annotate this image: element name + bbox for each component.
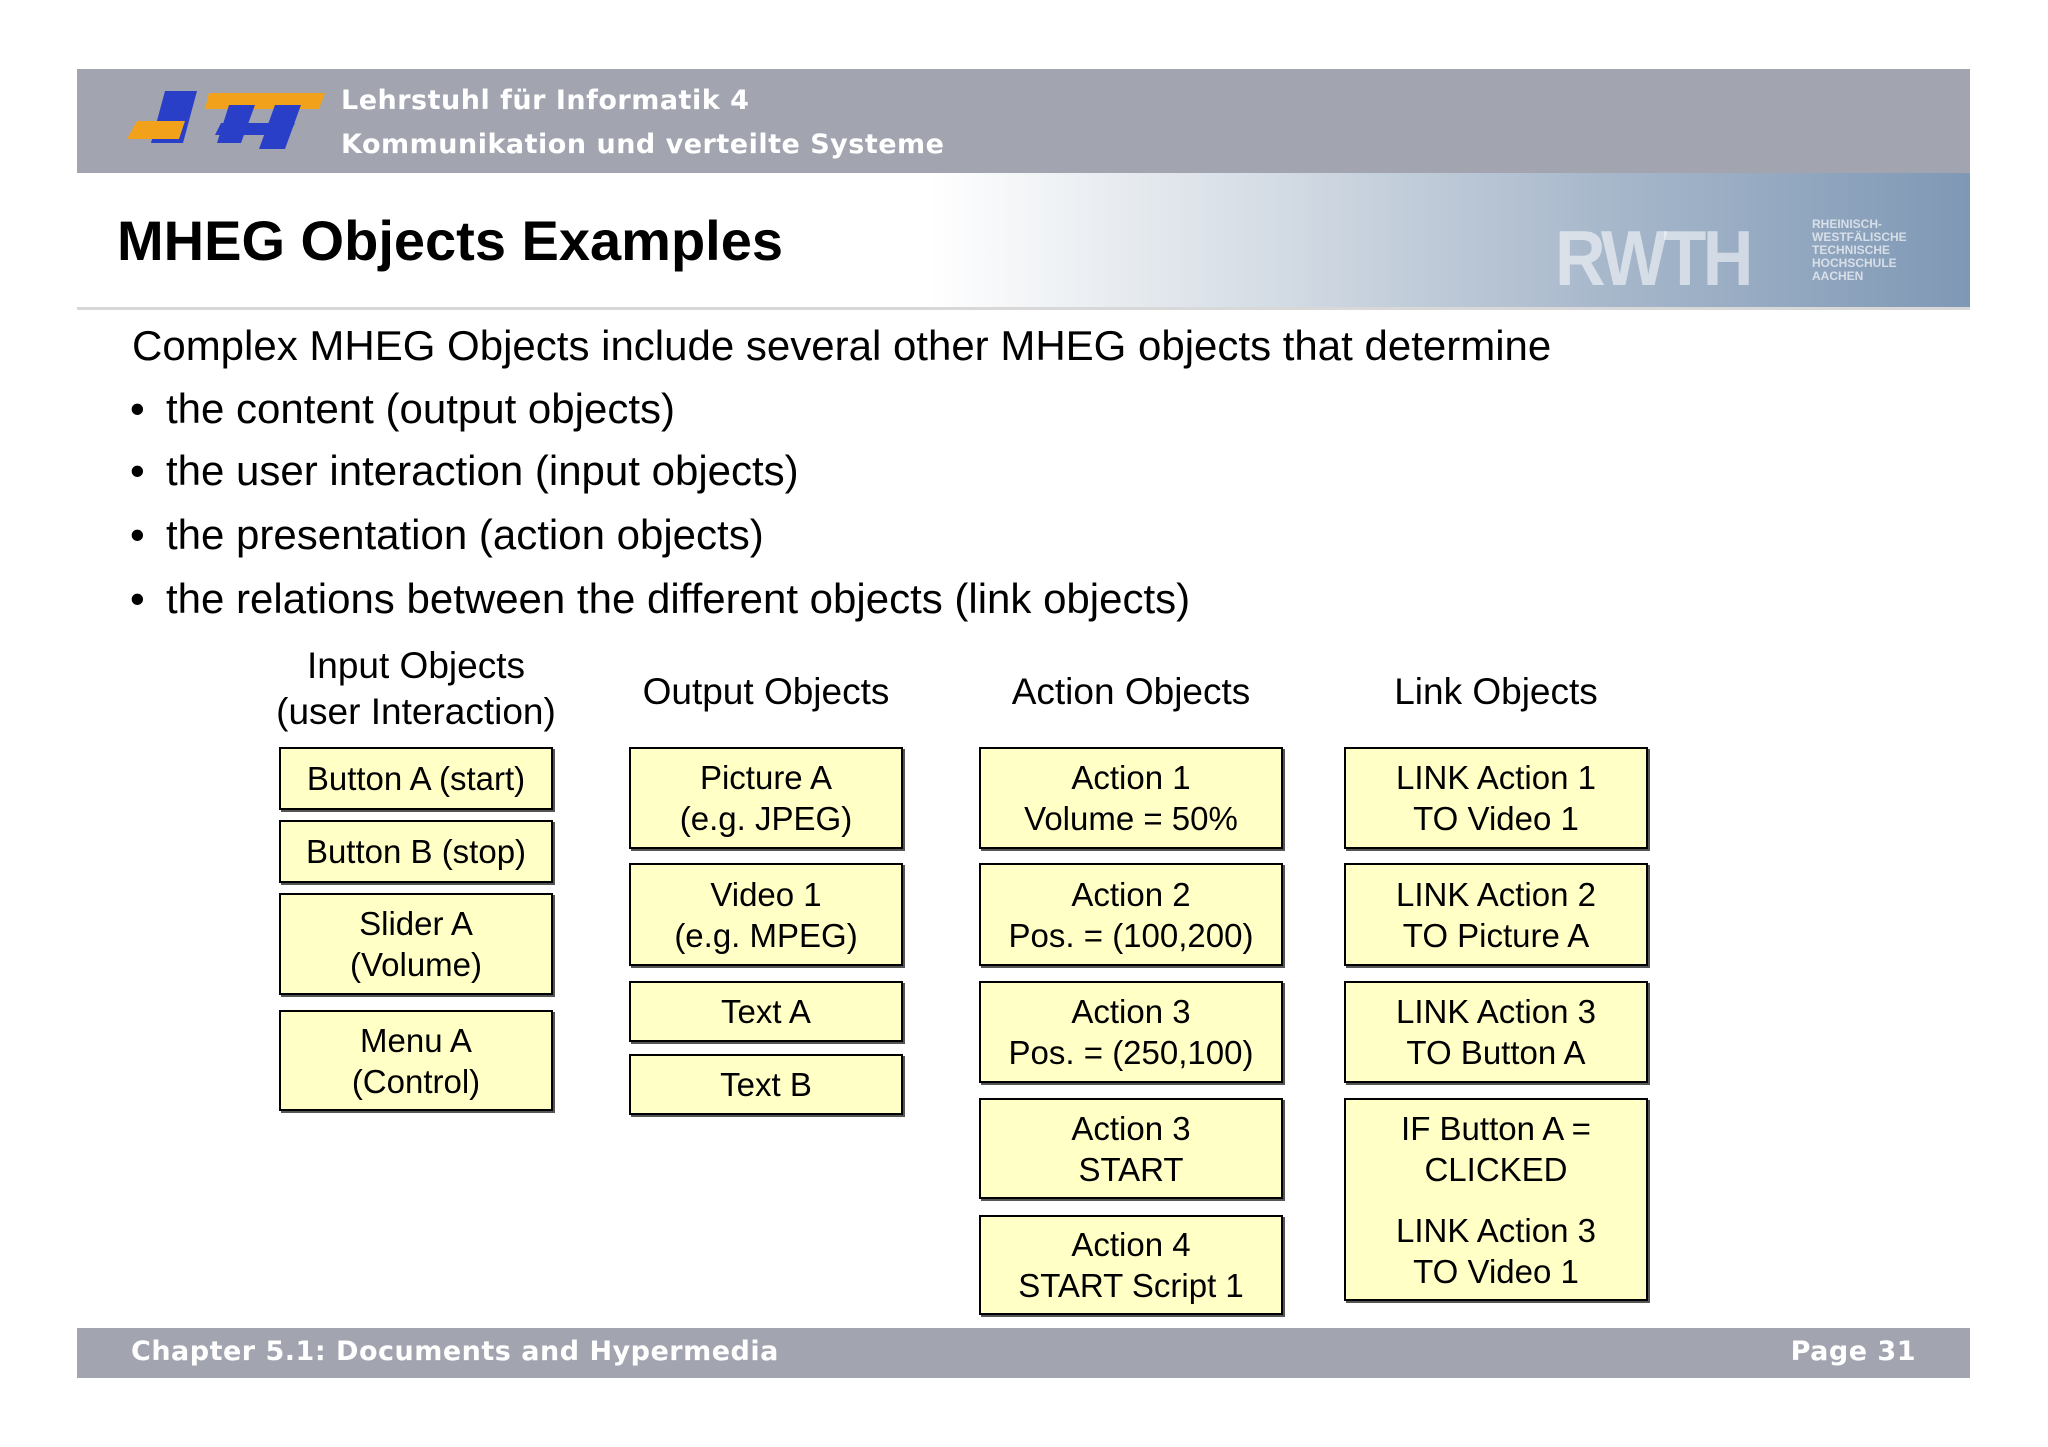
intro-text: Complex MHEG Objects include several oth… (132, 322, 1552, 369)
box-text-line: Action 2 (1071, 875, 1191, 913)
box-text-line: LINK Action 3 (1396, 1211, 1596, 1249)
bullet-marker: • (130, 511, 145, 558)
i4-logo-icon (127, 91, 325, 149)
box-text-line: Action 1 (1071, 759, 1191, 796)
box-text-line: TO Video 1 (1413, 1252, 1579, 1290)
box-text-line: LINK Action 2 (1396, 875, 1596, 913)
box-text-line: Text B (720, 1066, 812, 1103)
divider (77, 307, 1970, 310)
box-text-line: Button B (stop) (305, 833, 527, 870)
output-object-box: Text A (629, 981, 903, 1042)
footer-bar (77, 1328, 1970, 1378)
box-text-line: Text A (721, 993, 811, 1030)
box-text-line: LINK Action 1 (1396, 759, 1596, 796)
box-text-line: Pos. = (250,100) (1008, 1034, 1254, 1071)
footer-chapter: Chapter 5.1: Documents and Hypermedia (131, 1336, 779, 1367)
box-text-line: (e.g. MPEG) (674, 916, 858, 954)
rwth-logo: RWTH (1555, 214, 1753, 302)
box-text-line: (Volume) (349, 946, 483, 983)
input-object-box: Button B (stop) (279, 820, 553, 883)
box-text-line: START (1078, 1150, 1184, 1188)
input-object-box: Menu A(Control) (279, 1010, 553, 1111)
bullet-item: the relations between the different obje… (166, 575, 1191, 622)
box-text-line: Video 1 (710, 875, 822, 913)
output-object-box: Picture A (e.g. JPEG) (629, 747, 903, 849)
box-text-line: Button A (start) (306, 760, 526, 797)
link-object-box: LINK Action 1 TO Video 1 (1344, 747, 1648, 849)
column-header-input: Input Objects (user Interaction) (229, 643, 603, 735)
header-line-2: Kommunikation und verteilte Systeme (341, 129, 945, 160)
action-object-box: Action 3 Pos. = (250,100) (979, 981, 1283, 1083)
box-text-line: TO Video 1 (1413, 800, 1579, 837)
output-object-box: Video 1(e.g. MPEG) (629, 863, 903, 966)
box-text-line: Menu A (360, 1021, 472, 1059)
page-title: MHEG Objects Examples (117, 209, 784, 272)
input-object-box: Button A (start) (279, 747, 553, 810)
column-header-link: Link Objects (1394, 671, 1598, 712)
rwth-logo-subtext: RHEINISCH-WESTFÄLISCHE TECHNISCHE HOCHSC… (1812, 217, 1907, 283)
box-text-line: Volume = 50% (1024, 800, 1238, 837)
column-header-action: Action Objects (1011, 671, 1251, 712)
box-text-line: Action 3 (1071, 1109, 1191, 1147)
column-header-line: Input Objects (306, 645, 525, 686)
box-text-line: (Control) (351, 1062, 481, 1100)
box-text-line: Action 3 (1071, 993, 1191, 1030)
box-text-line: Action 4 (1071, 1226, 1191, 1263)
column-header-line: (user Interaction) (276, 691, 556, 732)
action-object-box: Action 1 Volume = 50% (979, 747, 1283, 849)
box-text-line: Pos. = (100,200) (1008, 916, 1254, 954)
output-object-box: Text B (629, 1054, 903, 1115)
bullet-marker: • (130, 385, 145, 432)
box-text-line: IF Button A = (1401, 1109, 1591, 1147)
header-bar (77, 69, 1970, 173)
box-text-line: TO Picture A (1402, 916, 1590, 954)
bullet-marker: • (130, 575, 145, 622)
box-text-line: LINK Action 3 (1396, 993, 1596, 1030)
box-text-line: Picture A (699, 759, 833, 796)
action-object-box: Action 4 START Script 1 (979, 1215, 1283, 1315)
column-header-output: Output Objects (642, 671, 890, 712)
bullet-item: the presentation (action objects) (166, 511, 764, 558)
box-text-line: START Script 1 (1018, 1267, 1244, 1304)
header-line-1: Lehrstuhl für Informatik 4 (341, 85, 750, 116)
bullet-item: the user interaction (input objects) (166, 447, 799, 494)
link-object-box: LINK Action 3 TO Button A (1344, 981, 1648, 1083)
footer-page-number: Page 31 (1790, 1336, 1916, 1367)
box-text-line: CLICKED (1424, 1150, 1568, 1188)
bullet-marker: • (130, 447, 145, 494)
title-band (77, 173, 1970, 308)
box-text-line: Slider A (359, 905, 473, 942)
input-object-box: Slider A (Volume) (279, 893, 553, 995)
bullet-item: the content (output objects) (166, 385, 675, 432)
box-text-line: TO Button A (1406, 1034, 1586, 1071)
box-text-line: (e.g. JPEG) (679, 800, 853, 837)
